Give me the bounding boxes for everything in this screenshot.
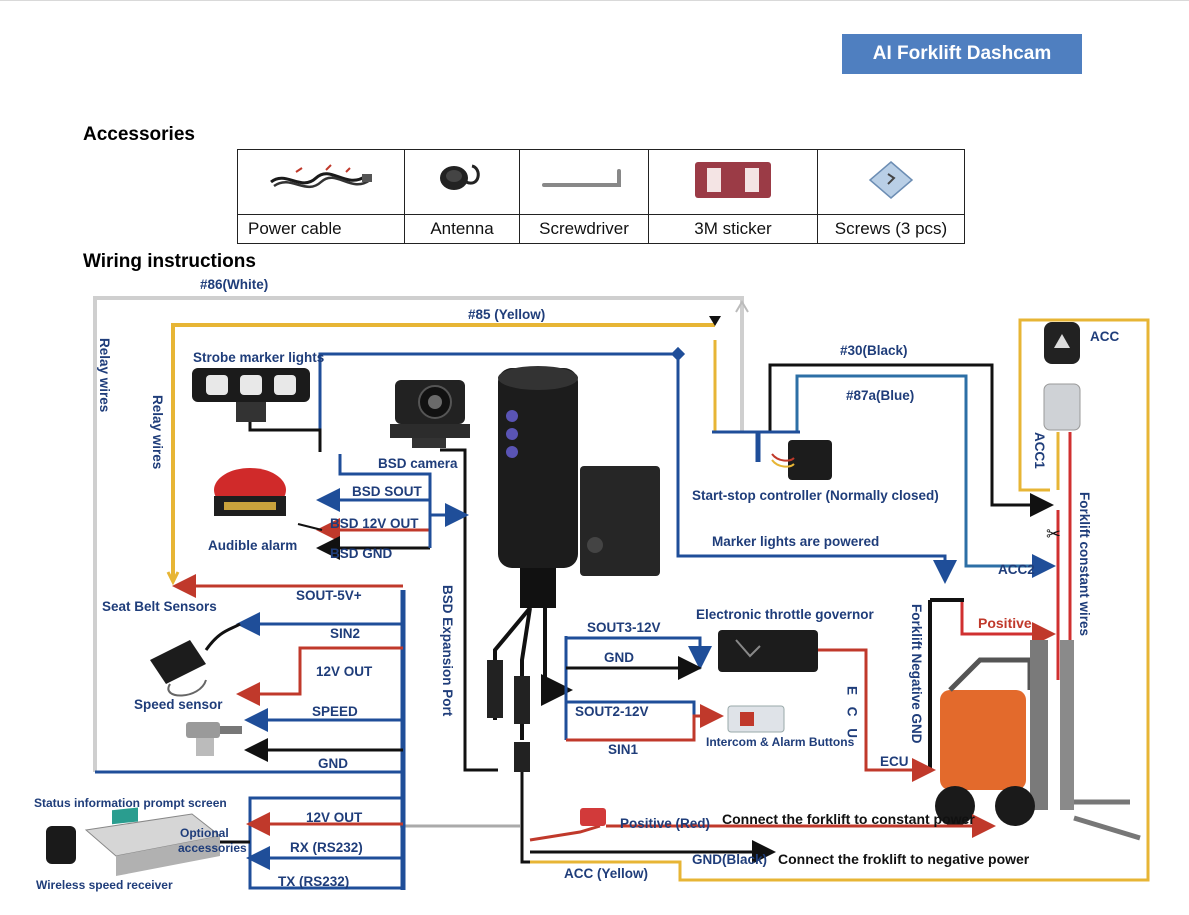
screwdriver-cell bbox=[519, 149, 649, 215]
sticker-icon bbox=[695, 161, 771, 198]
top-divider bbox=[0, 0, 1189, 1]
intercom-buttons-icon bbox=[727, 705, 785, 733]
accessories-title: Accessories bbox=[83, 124, 195, 145]
label-sout-5v: SOUT-5V+ bbox=[296, 588, 362, 603]
label-acc1: ACC1 bbox=[1032, 432, 1047, 469]
status-screen-icon bbox=[84, 807, 222, 876]
strobe-marker-lights-icon bbox=[192, 368, 322, 452]
throttle-governor-wires bbox=[564, 636, 936, 782]
label-rx: RX (RS232) bbox=[290, 840, 363, 855]
brand-badge: AI Forklift Dashcam bbox=[842, 34, 1082, 74]
antenna-cell bbox=[404, 149, 520, 215]
sensor-wires bbox=[95, 574, 406, 890]
label-bsd-12v: BSD 12V OUT bbox=[330, 516, 419, 531]
label-tx: TX (RS232) bbox=[278, 874, 349, 889]
label-acc-yellow: ACC (Yellow) bbox=[564, 866, 648, 881]
wire-86-white bbox=[93, 296, 749, 772]
label-marker-powered: Marker lights are powered bbox=[712, 534, 879, 549]
seat-belt-sensor-icon bbox=[150, 622, 241, 697]
power-cable-icon bbox=[270, 163, 372, 188]
sticker-cell bbox=[648, 149, 818, 215]
label-constant-note: Connect the forklift to constant power bbox=[722, 811, 975, 827]
label-speed-sensor: Speed sensor bbox=[134, 697, 223, 712]
label-strobe: Strobe marker lights bbox=[193, 350, 324, 365]
label-positive-red: Positive (Red) bbox=[620, 816, 710, 831]
dashcam-unit-icon bbox=[498, 366, 660, 608]
label-bsd-camera: BSD camera bbox=[378, 456, 458, 471]
wire-marker-lights bbox=[318, 352, 957, 584]
dashcam-harness bbox=[400, 318, 1150, 882]
power-cable-cell bbox=[237, 149, 405, 215]
label-relay-wires-inner: Relay wires bbox=[150, 395, 165, 469]
label-speed: SPEED bbox=[312, 704, 358, 719]
label-black30: #30(Black) bbox=[840, 343, 908, 358]
label-acc2: ACC2 bbox=[998, 562, 1035, 577]
label-bsd-gnd: BSD GND bbox=[330, 546, 393, 561]
label-relay-wires-outer: Relay wires bbox=[97, 338, 112, 412]
label-wireless: Wireless speed receiver bbox=[36, 878, 173, 892]
label-positive: Positive bbox=[978, 615, 1032, 631]
start-stop-relay-icon bbox=[771, 440, 832, 480]
screws-icon bbox=[868, 160, 914, 199]
label-white86: #86(White) bbox=[200, 277, 268, 292]
label-gnd-black: GND(Black) bbox=[692, 852, 767, 867]
label-ecu-vertical: E C U bbox=[845, 686, 860, 742]
relay-wires-right bbox=[712, 363, 1056, 578]
svg-text:✂: ✂ bbox=[1046, 524, 1061, 545]
label-sin1: SIN1 bbox=[608, 742, 639, 757]
label-status-screen: Status information prompt screen bbox=[34, 796, 227, 810]
label-audible-alarm: Audible alarm bbox=[208, 538, 297, 553]
label-yellow85: #85 (Yellow) bbox=[468, 307, 545, 322]
scissors-icon: ✂ bbox=[1046, 524, 1061, 545]
acc-key-switch-icon bbox=[1043, 322, 1081, 431]
accessories-table: Power cable Antenna Screwdriver 3M stick… bbox=[237, 149, 965, 244]
label-governor: Electronic throttle governor bbox=[696, 607, 875, 622]
screwdriver-icon bbox=[542, 168, 621, 187]
label-acc: ACC bbox=[1090, 329, 1119, 344]
label-seat-belt: Seat Belt Sensors bbox=[102, 599, 217, 614]
screws-label: Screws (3 pcs) bbox=[817, 214, 965, 244]
throttle-governor-icon bbox=[718, 630, 818, 672]
power-cable-label: Power cable bbox=[237, 214, 405, 244]
label-negative-note: Connect the froklift to negative power bbox=[778, 851, 1030, 867]
label-negative-gnd: Forklift Negative GND bbox=[909, 604, 924, 744]
label-ecu: ECU bbox=[880, 754, 909, 769]
label-constant-wires: Forklift constant wires bbox=[1077, 492, 1092, 636]
fuse-icon bbox=[580, 808, 606, 826]
label-optional: Optional bbox=[180, 826, 229, 840]
label-12v-out: 12V OUT bbox=[316, 664, 373, 679]
label-intercom: Intercom & Alarm Buttons bbox=[706, 735, 855, 749]
speed-sensor-icon bbox=[186, 722, 242, 756]
label-sout3: SOUT3-12V bbox=[587, 620, 661, 635]
antenna-label: Antenna bbox=[404, 214, 520, 244]
audible-alarm-icon bbox=[214, 468, 286, 516]
label-accessories-word: accessories bbox=[178, 841, 247, 855]
label-gnd: GND bbox=[318, 756, 348, 771]
forklift-icon bbox=[935, 640, 1141, 841]
label-gnd2: GND bbox=[604, 650, 634, 665]
wireless-speed-receiver-icon bbox=[46, 826, 76, 864]
label-sout2: SOUT2-12V bbox=[575, 704, 649, 719]
label-12v-out-2: 12V OUT bbox=[306, 810, 363, 825]
bsd-camera-icon bbox=[390, 380, 470, 448]
label-bsd-port: BSD Expansion Port bbox=[440, 585, 455, 717]
label-blue87a: #87a(Blue) bbox=[846, 388, 914, 403]
wiring-title: Wiring instructions bbox=[83, 251, 256, 272]
antenna-icon bbox=[440, 164, 480, 190]
label-bsd-sout: BSD SOUT bbox=[352, 484, 423, 499]
label-sin2: SIN2 bbox=[330, 626, 360, 641]
label-start-stop: Start-stop controller (Normally closed) bbox=[692, 488, 939, 503]
sticker-label: 3M sticker bbox=[648, 214, 818, 244]
bsd-wires bbox=[297, 448, 498, 772]
screws-cell bbox=[817, 149, 965, 215]
